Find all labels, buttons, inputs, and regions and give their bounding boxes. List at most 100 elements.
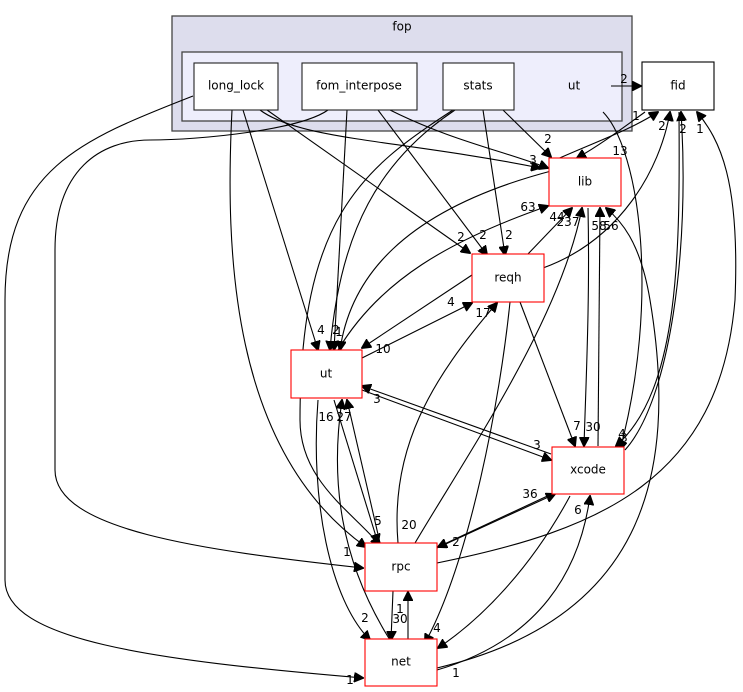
node-label: lib xyxy=(578,175,592,189)
edge-label: 27 xyxy=(336,410,351,424)
edge-fid-lib xyxy=(577,111,646,158)
edge-lib-xcode xyxy=(584,207,589,446)
edge-reqh-net xyxy=(425,301,511,643)
edge-label: 4 xyxy=(447,295,455,309)
edge-xcode-rpc xyxy=(438,491,557,547)
cluster-fop-label: fop xyxy=(392,20,411,34)
node-label: long_lock xyxy=(208,79,264,93)
edge-label: 1 xyxy=(343,545,351,559)
edge-xcode-ut xyxy=(362,386,552,455)
node-reqh[interactable]: reqh xyxy=(471,253,545,303)
edge-lib-ut xyxy=(340,169,556,350)
edge-label: 1 xyxy=(452,666,460,680)
edge-label: 1 xyxy=(396,602,404,616)
edge-label: 3 xyxy=(529,153,537,167)
node-stats[interactable]: stats xyxy=(442,62,515,111)
edge-rpc-fid xyxy=(436,112,737,564)
edge-label: 6 xyxy=(574,503,582,517)
node-long-lock[interactable]: long_lock xyxy=(193,62,279,111)
node-label: reqh xyxy=(494,271,521,285)
edge-label: 2 xyxy=(457,230,465,244)
edge-label: 2 xyxy=(505,228,513,242)
edge-stats-reqh xyxy=(482,109,505,255)
edge-label: 2 xyxy=(620,72,628,86)
edge-ut-rpc xyxy=(333,399,378,543)
edge-fid-xcode xyxy=(616,111,680,446)
edge-label: 2 xyxy=(679,122,687,136)
edge-label: 3 xyxy=(620,431,628,445)
edge-label: 63 xyxy=(520,200,535,214)
edge-ut-net xyxy=(315,399,370,640)
edge-label: 2 xyxy=(479,228,487,242)
edge-label: 2 xyxy=(361,611,369,625)
edge-labels: 2 2 2 2 4 1 3 2 2 1 1 1 2 44 10 7 4 13 6… xyxy=(317,72,704,687)
edge-label: 7 xyxy=(573,419,581,433)
edge-ut-xcode xyxy=(361,389,551,460)
edge-longlock-ut xyxy=(242,109,318,350)
edge-label: 1 xyxy=(696,122,704,136)
node-label: fom_interpose xyxy=(316,79,402,93)
edge-label: 16 xyxy=(318,410,333,424)
node-label: net xyxy=(391,655,411,669)
node-label: fid xyxy=(670,79,685,93)
node-label: xcode xyxy=(570,463,606,477)
edge-label: 5 xyxy=(374,514,382,528)
edge-label: 10 xyxy=(375,342,390,356)
edge-label: 1 xyxy=(335,325,343,339)
edge-ut-lib xyxy=(337,206,548,351)
edge-label: 237 xyxy=(557,215,580,229)
edge-reqh-lib xyxy=(526,208,572,256)
edge-label: 1 xyxy=(632,109,640,123)
edge-fominterpose-lib xyxy=(389,109,548,168)
edge-longlock-reqh xyxy=(266,109,470,253)
edge-xcode-fid xyxy=(624,112,683,451)
node-xcode[interactable]: xcode xyxy=(551,446,625,495)
node-label: ut xyxy=(320,367,333,381)
edge-stats-ut xyxy=(330,109,456,350)
edge-label: 17 xyxy=(475,306,490,320)
edge-longlock-lib xyxy=(259,109,540,168)
edge-ut-reqh xyxy=(361,303,472,359)
edge-net-lib xyxy=(436,208,660,669)
edge-net-xcode xyxy=(436,496,590,671)
edge-label: 36 xyxy=(522,487,537,501)
edge-label: 58 xyxy=(591,219,606,233)
edge-label: 30 xyxy=(585,420,600,434)
edge-label: 4 xyxy=(317,323,325,337)
edge-fominterpose-rpc xyxy=(54,109,363,568)
edge-label: 56 xyxy=(603,219,618,233)
edge-label: 3 xyxy=(373,392,381,406)
node-rpc[interactable]: rpc xyxy=(364,542,438,592)
edge-fominterpose-ut xyxy=(334,109,348,350)
edge-label: 20 xyxy=(401,518,416,532)
edge-reqh-xcode xyxy=(519,301,575,446)
node-fom-interpose[interactable]: fom_interpose xyxy=(301,62,418,111)
edge-label: 4 xyxy=(618,427,626,441)
edge-label: 3 xyxy=(533,438,541,452)
edge-fominterpose-reqh xyxy=(377,109,487,255)
edge-longlock-net xyxy=(4,95,363,678)
edge-longlock-rpc xyxy=(229,109,366,547)
node-net[interactable]: net xyxy=(364,638,438,687)
edge-rpc-net xyxy=(391,590,393,640)
edge-label: 44 xyxy=(549,210,564,224)
node-ut[interactable]: ut xyxy=(290,349,363,399)
edge-xcode-net xyxy=(438,495,571,648)
node-label: stats xyxy=(463,79,492,93)
cluster-ut-label: ut xyxy=(568,79,581,93)
edge-stats-lib xyxy=(502,109,551,157)
edge-label: 2 xyxy=(332,323,340,337)
edge-label: 13 xyxy=(612,144,627,158)
edge-rpc-ut xyxy=(347,400,381,544)
node-label: rpc xyxy=(391,560,410,574)
edge-rpc-lib xyxy=(414,208,582,544)
edge-label: 30 xyxy=(392,612,407,626)
edge-rpc-reqh xyxy=(396,303,497,544)
edge-rpc-xcode xyxy=(436,494,555,549)
node-lib[interactable]: lib xyxy=(548,157,622,207)
edge-label: 4 xyxy=(433,621,441,635)
edge-net-ut xyxy=(337,400,391,641)
node-fid[interactable]: fid xyxy=(641,61,715,111)
edge-label: 2 xyxy=(544,132,552,146)
